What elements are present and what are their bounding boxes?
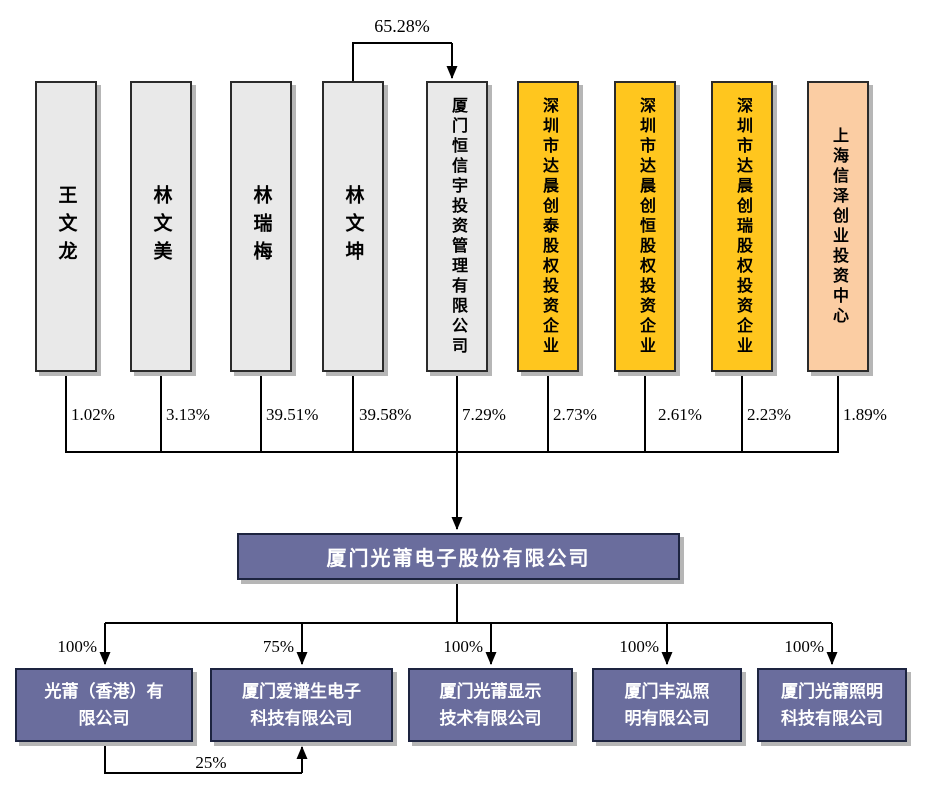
shareholder-pct-5: 7.29%: [462, 405, 506, 424]
subsidiary-pct-1: 100%: [57, 637, 97, 656]
subsidiary-box-5: 厦门光莆照明 科技有限公司: [757, 668, 907, 742]
top-ownership-label: 65.28%: [374, 16, 430, 36]
shareholder-pct-1: 1.02%: [71, 405, 115, 424]
shareholder-pct-8: 2.23%: [747, 405, 791, 424]
shareholder-name-6: 深圳市达晨创泰股权投资企业: [540, 96, 557, 357]
shareholder-box-2: 林文美: [130, 81, 192, 372]
shareholder-box-3: 林瑞梅: [230, 81, 292, 372]
subsidiary-box-2: 厦门爱谱生电子 科技有限公司: [210, 668, 393, 742]
parent-company-name: 厦门光莆电子股份有限公司: [326, 548, 591, 570]
shareholder-box-7: 深圳市达晨创恒股权投资企业: [614, 81, 676, 372]
shareholder-name-3: 林瑞梅: [250, 184, 272, 269]
shareholder-box-6: 深圳市达晨创泰股权投资企业: [517, 81, 579, 372]
shareholder-pct-7: 2.61%: [658, 405, 702, 424]
shareholder-pct-3: 39.51%: [266, 405, 319, 424]
shareholder-name-4: 林文坤: [342, 184, 364, 269]
shareholder-box-4: 林文坤: [322, 81, 384, 372]
top-ownership-connector: [352, 42, 458, 81]
parent-company-box: 厦门光莆电子股份有限公司: [237, 533, 680, 580]
shareholder-pct-6: 2.73%: [553, 405, 597, 424]
shareholder-pct-2: 3.13%: [166, 405, 210, 424]
subsidiary-pct-2: 75%: [262, 637, 294, 656]
subsidiary-box-4: 厦门丰泓照 明有限公司: [592, 668, 742, 742]
shareholder-name-1: 王文龙: [55, 184, 77, 269]
shareholder-box-1: 王文龙: [35, 81, 97, 372]
shareholder-name-9: 上海信泽创业投资中心: [830, 126, 847, 327]
shareholder-pct-9: 1.89%: [843, 405, 887, 424]
subsidiary-pct-5: 100%: [784, 637, 824, 656]
shareholder-name-5: 厦门恒信宇投资管理有限公司: [449, 96, 466, 357]
subsidiary-pct-3: 100%: [443, 637, 483, 656]
shareholder-name-2: 林文美: [150, 184, 172, 269]
shareholder-name-7: 深圳市达晨创恒股权投资企业: [637, 96, 654, 357]
shareholder-box-9: 上海信泽创业投资中心: [807, 81, 869, 372]
subsidiary-box-3: 厦门光莆显示 技术有限公司: [408, 668, 573, 742]
cross-holding-label: 25%: [195, 753, 227, 772]
subsidiary-pct-4: 100%: [619, 637, 659, 656]
subsidiary-box-1: 光莆（香港）有 限公司: [15, 668, 193, 742]
shareholder-name-8: 深圳市达晨创瑞股权投资企业: [734, 96, 751, 357]
shareholder-box-5: 厦门恒信宇投资管理有限公司: [426, 81, 488, 372]
shareholder-pct-4: 39.58%: [359, 405, 412, 424]
shareholder-box-8: 深圳市达晨创瑞股权投资企业: [711, 81, 773, 372]
